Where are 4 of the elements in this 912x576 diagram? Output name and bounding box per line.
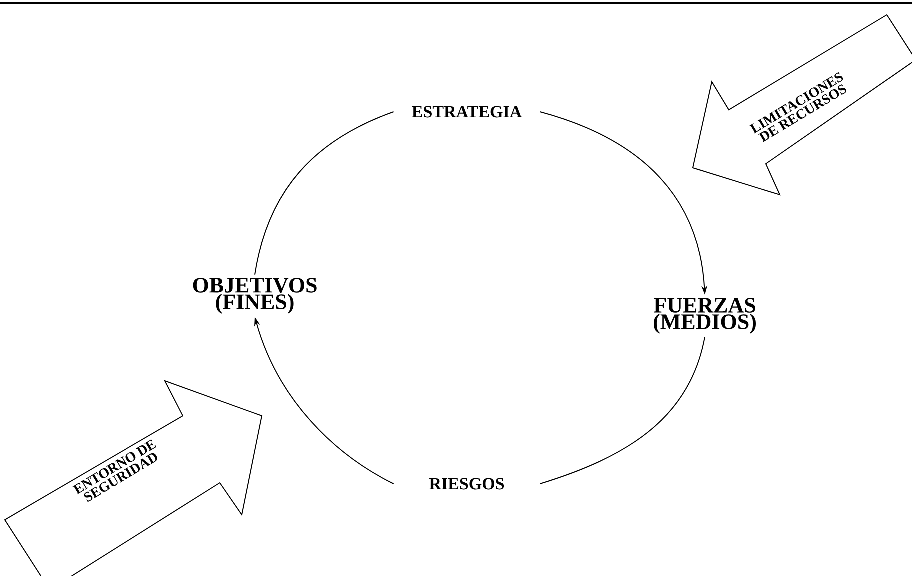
cycle-label: ESTRATEGIA — [412, 106, 522, 118]
cycle-label: FUERZAS (MEDIOS) — [654, 298, 756, 334]
cycle-label: RIESGOS — [430, 478, 504, 490]
cycle-label: OBJETIVOS (FINES) — [193, 278, 317, 314]
